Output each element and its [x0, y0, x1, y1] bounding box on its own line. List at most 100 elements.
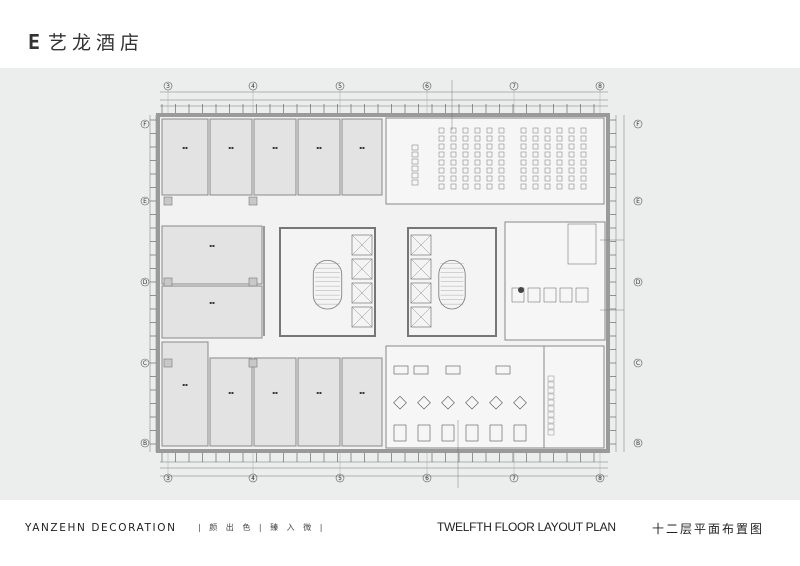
- seat: [580, 175, 587, 182]
- axis-label: F: [143, 121, 147, 128]
- seat: [498, 183, 505, 190]
- axis-bubble: [335, 81, 345, 91]
- seat: [544, 135, 551, 142]
- guest-room: [297, 357, 341, 447]
- seat: [450, 143, 457, 150]
- room-label: ▪▪: [272, 390, 278, 395]
- seat: [556, 175, 563, 182]
- room-label: ▪▪: [316, 390, 322, 395]
- furniture: [559, 287, 573, 303]
- axis-bubble: [633, 277, 643, 287]
- seat: [568, 167, 575, 174]
- shelf: [547, 417, 555, 424]
- brand-name: 艺龙酒店: [48, 32, 145, 54]
- shelf: [547, 375, 555, 382]
- seat: [556, 151, 563, 158]
- axis-label: 5: [338, 475, 342, 482]
- seat: [520, 183, 527, 190]
- structural-column: [248, 277, 258, 287]
- axis-label: 4: [251, 475, 255, 482]
- seat: [520, 167, 527, 174]
- room-label: ▪▪: [228, 390, 234, 395]
- seat: [474, 151, 481, 158]
- seat: [580, 183, 587, 190]
- seat: [474, 135, 481, 142]
- stair: [438, 259, 466, 310]
- axis-bubble: [509, 473, 519, 483]
- furniture: [543, 287, 557, 303]
- seat: [580, 143, 587, 150]
- axis-bubble: [140, 196, 150, 206]
- structural-column: [163, 358, 173, 368]
- seat: [411, 165, 419, 172]
- seat: [580, 151, 587, 158]
- structural-column: [163, 277, 173, 287]
- room-label: ▪▪: [182, 145, 188, 150]
- seat: [450, 167, 457, 174]
- axis-bubble: [595, 81, 605, 91]
- seat: [411, 151, 419, 158]
- seat: [498, 127, 505, 134]
- seat: [520, 151, 527, 158]
- seat: [544, 143, 551, 150]
- axis-label: 8: [598, 83, 602, 90]
- axis-bubble: [163, 81, 173, 91]
- seat: [438, 127, 445, 134]
- dining-table: [513, 424, 527, 442]
- room-label: ▪▪: [182, 382, 188, 387]
- axis-bubble: [633, 119, 643, 129]
- guest-room: [341, 118, 383, 196]
- axis-label: 8: [598, 475, 602, 482]
- seat: [556, 135, 563, 142]
- seat: [438, 143, 445, 150]
- shelf: [547, 393, 555, 400]
- seat: [438, 135, 445, 142]
- seat: [568, 183, 575, 190]
- seat: [568, 143, 575, 150]
- seat: [462, 159, 469, 166]
- seat: [498, 175, 505, 182]
- logo-mark-icon: E: [28, 29, 41, 54]
- elevator: [351, 282, 373, 304]
- room-label: ▪▪: [228, 145, 234, 150]
- guest-room: [341, 357, 383, 447]
- seat: [450, 151, 457, 158]
- furniture: [511, 287, 525, 303]
- structural-column: [163, 196, 173, 206]
- seat: [568, 127, 575, 134]
- seat: [474, 167, 481, 174]
- seat: [474, 175, 481, 182]
- dining-table: [417, 395, 431, 410]
- guest-room: [161, 285, 263, 339]
- axis-label: C: [143, 360, 147, 367]
- guest-room: [161, 118, 209, 196]
- axis-label: 4: [251, 83, 255, 90]
- meeting-suite: [504, 221, 606, 341]
- seat: [520, 143, 527, 150]
- elevator-cross: [410, 282, 432, 304]
- dining-table: [393, 395, 407, 410]
- seat: [450, 159, 457, 166]
- axis-bubble: [509, 81, 519, 91]
- structural-column: [248, 196, 258, 206]
- elevator-cross: [410, 234, 432, 256]
- seat: [486, 167, 493, 174]
- axis-label: D: [636, 279, 641, 286]
- seat: [411, 179, 419, 186]
- room-label: ▪▪: [209, 243, 215, 248]
- axis-label: 7: [512, 475, 516, 482]
- booth-seat: [445, 365, 461, 375]
- seat: [498, 135, 505, 142]
- room-label: ▪▪: [316, 145, 322, 150]
- shelf: [547, 381, 555, 388]
- axis-bubble: [163, 473, 173, 483]
- seat: [498, 159, 505, 166]
- seat: [556, 159, 563, 166]
- seat: [411, 172, 419, 179]
- seat: [520, 127, 527, 134]
- seat: [486, 127, 493, 134]
- booth-seat: [393, 365, 409, 375]
- seat: [580, 135, 587, 142]
- shelf: [547, 429, 555, 436]
